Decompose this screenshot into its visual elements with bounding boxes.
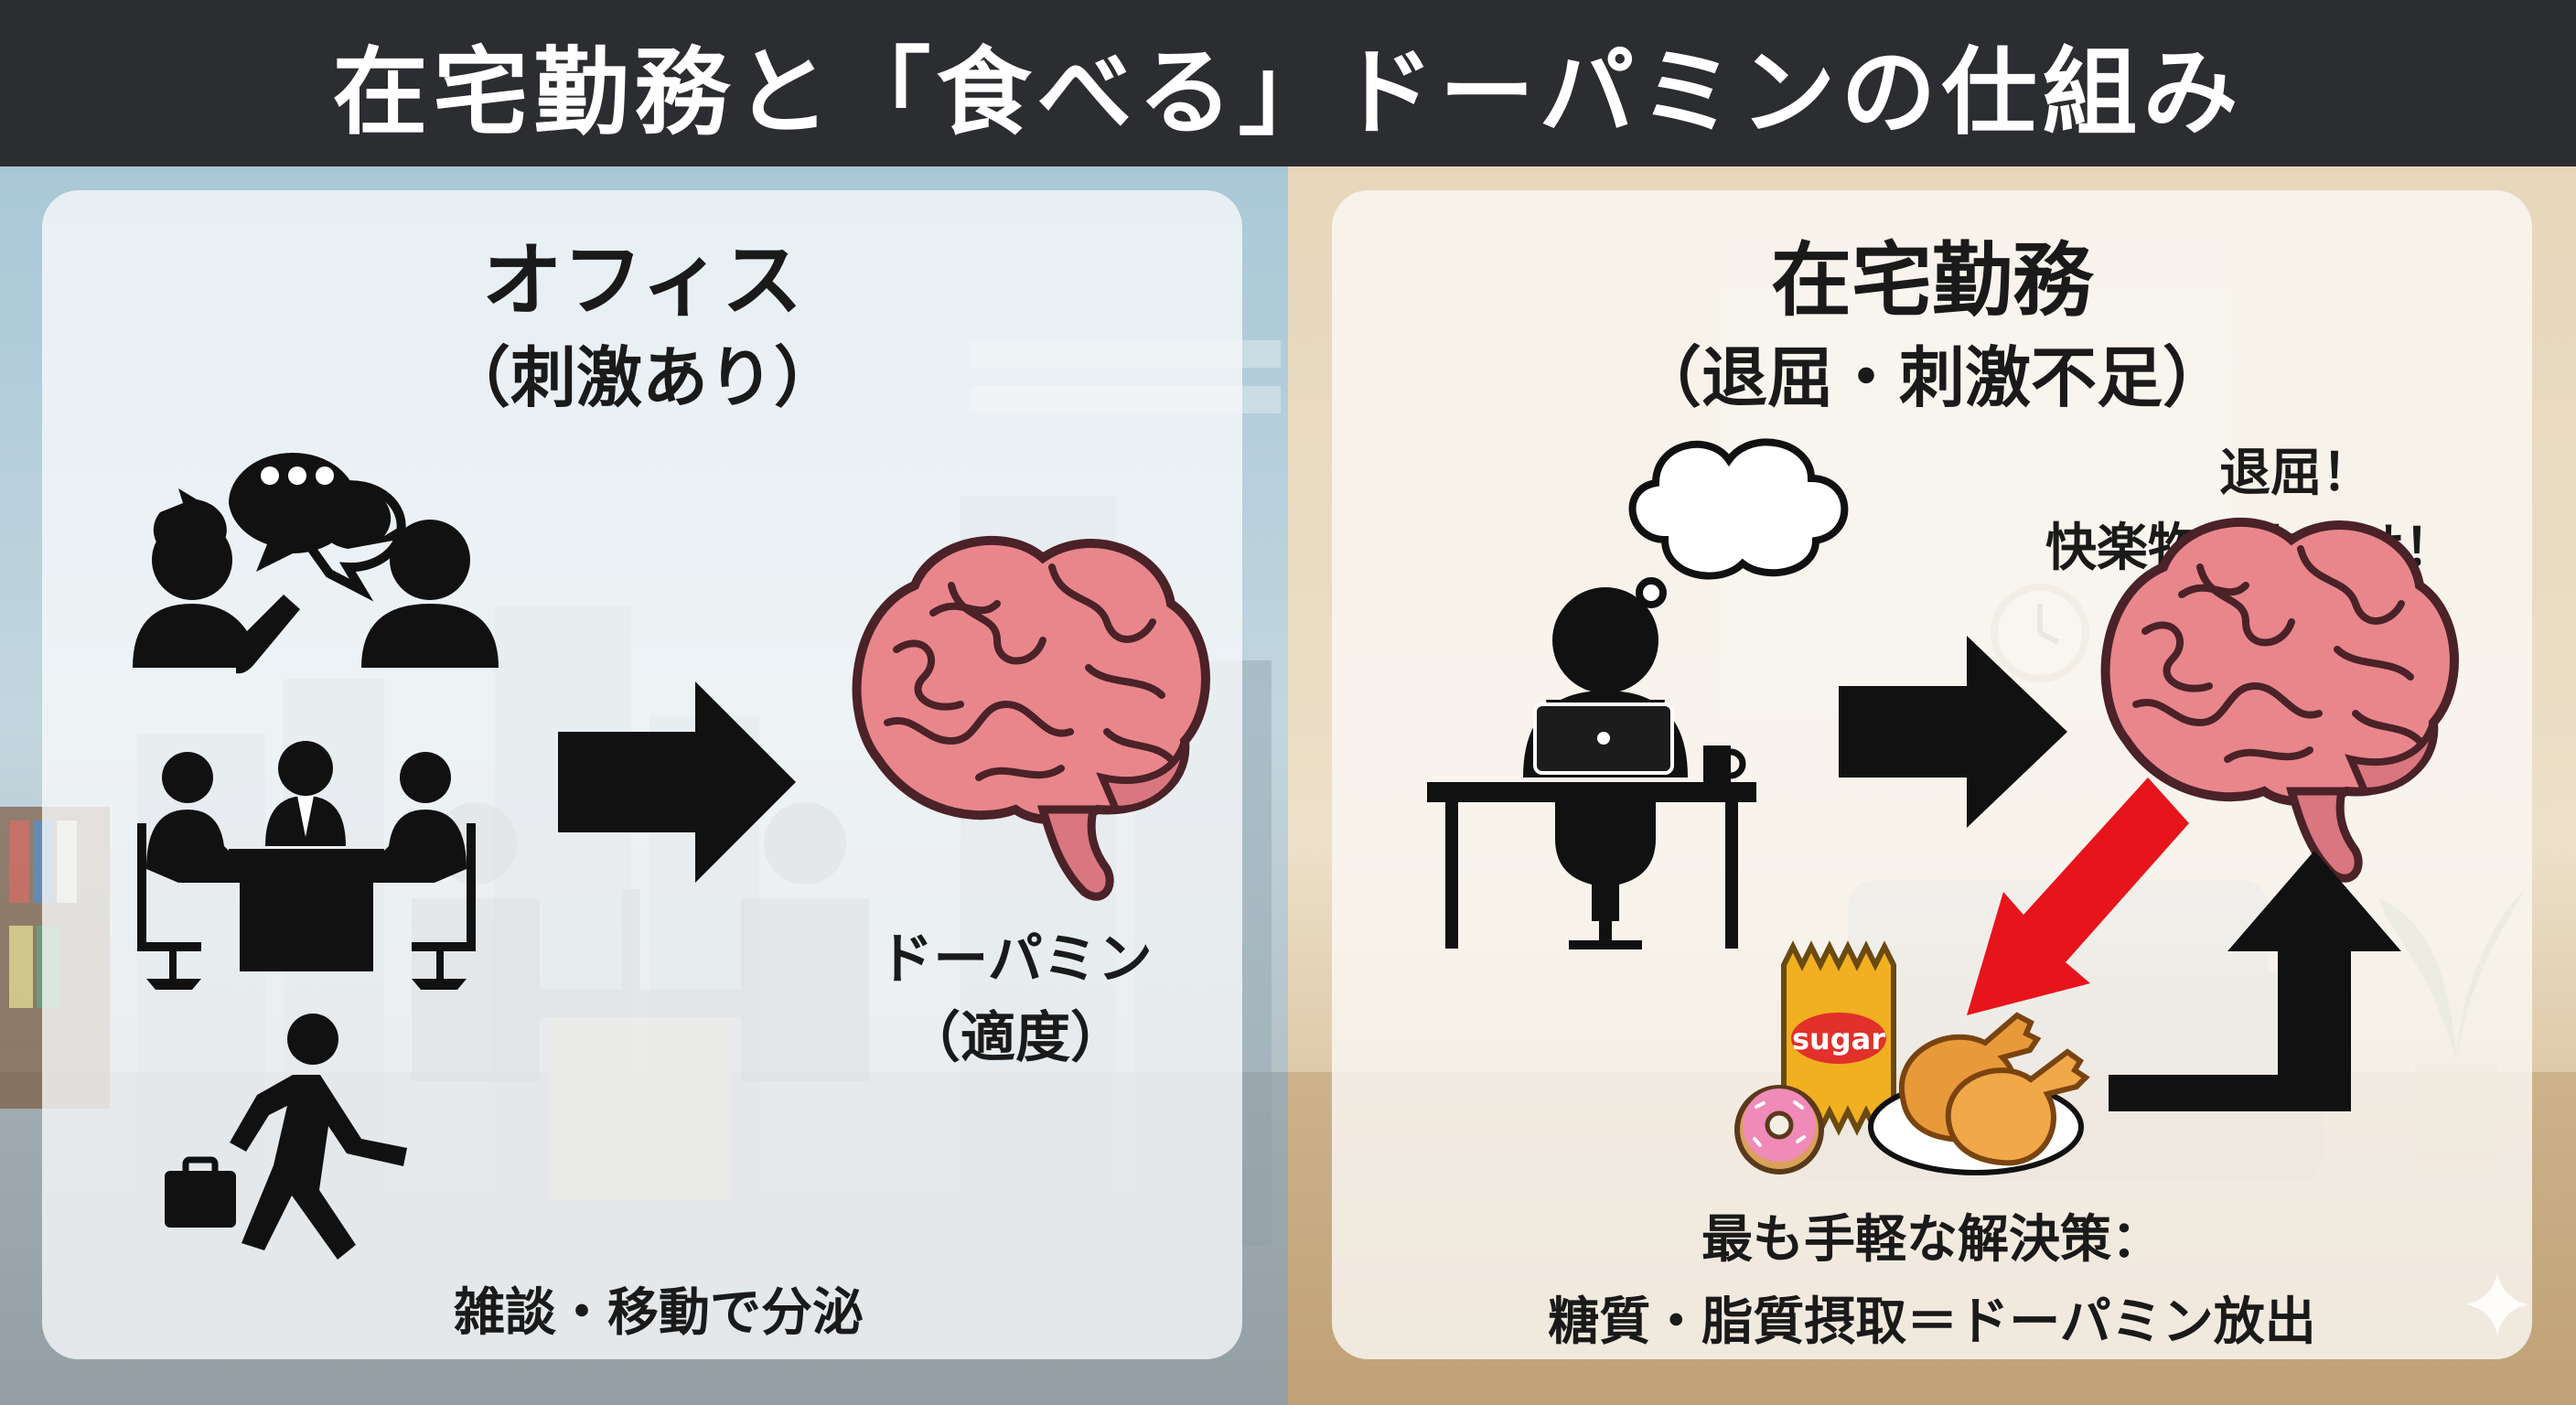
office-heading: オフィス (481, 233, 803, 327)
sugar-label: sugar (1792, 1022, 1885, 1056)
donut-icon (1734, 1085, 1824, 1174)
title-bar: 在宅勤務と「食べる」ドーパミンの仕組み (0, 0, 2576, 166)
remote-worker-icon (1427, 587, 1756, 949)
dopamine-return-arrow (2109, 851, 2401, 1111)
office-brain-icon (857, 541, 1206, 896)
solution-detail: 糖質・脂質摂取＝ドーパミン放出 (1548, 1292, 2316, 1352)
sparkle-icon (2466, 1273, 2528, 1335)
thought-bubble-icon (1618, 438, 1849, 630)
dopamine-label: ドーパミン (878, 928, 1153, 992)
conversation-icon (133, 453, 499, 674)
craving-arrow (1967, 778, 2189, 1015)
meeting-icon (137, 741, 476, 990)
commuter-icon (165, 1014, 407, 1260)
fried-chicken-icon (1868, 1012, 2090, 1175)
dopamine-moderate-label: （適度） (906, 1006, 1125, 1070)
office-arrow (558, 681, 796, 883)
boredom-arrow (1839, 636, 2067, 828)
boredom-callout: 退屈！ (2219, 444, 2373, 503)
office-footer: 雑談・移動で分泌 (454, 1283, 864, 1343)
page-title: 在宅勤務と「食べる」ドーパミンの仕組み (332, 36, 2244, 148)
home-subheading: （退屈・刺激不足） (1635, 339, 2228, 416)
office-subheading: （刺激あり） (444, 339, 840, 416)
solution-heading: 最も手軽な解決策： (1701, 1210, 2163, 1270)
home-heading: 在宅勤務 (1770, 233, 2093, 327)
